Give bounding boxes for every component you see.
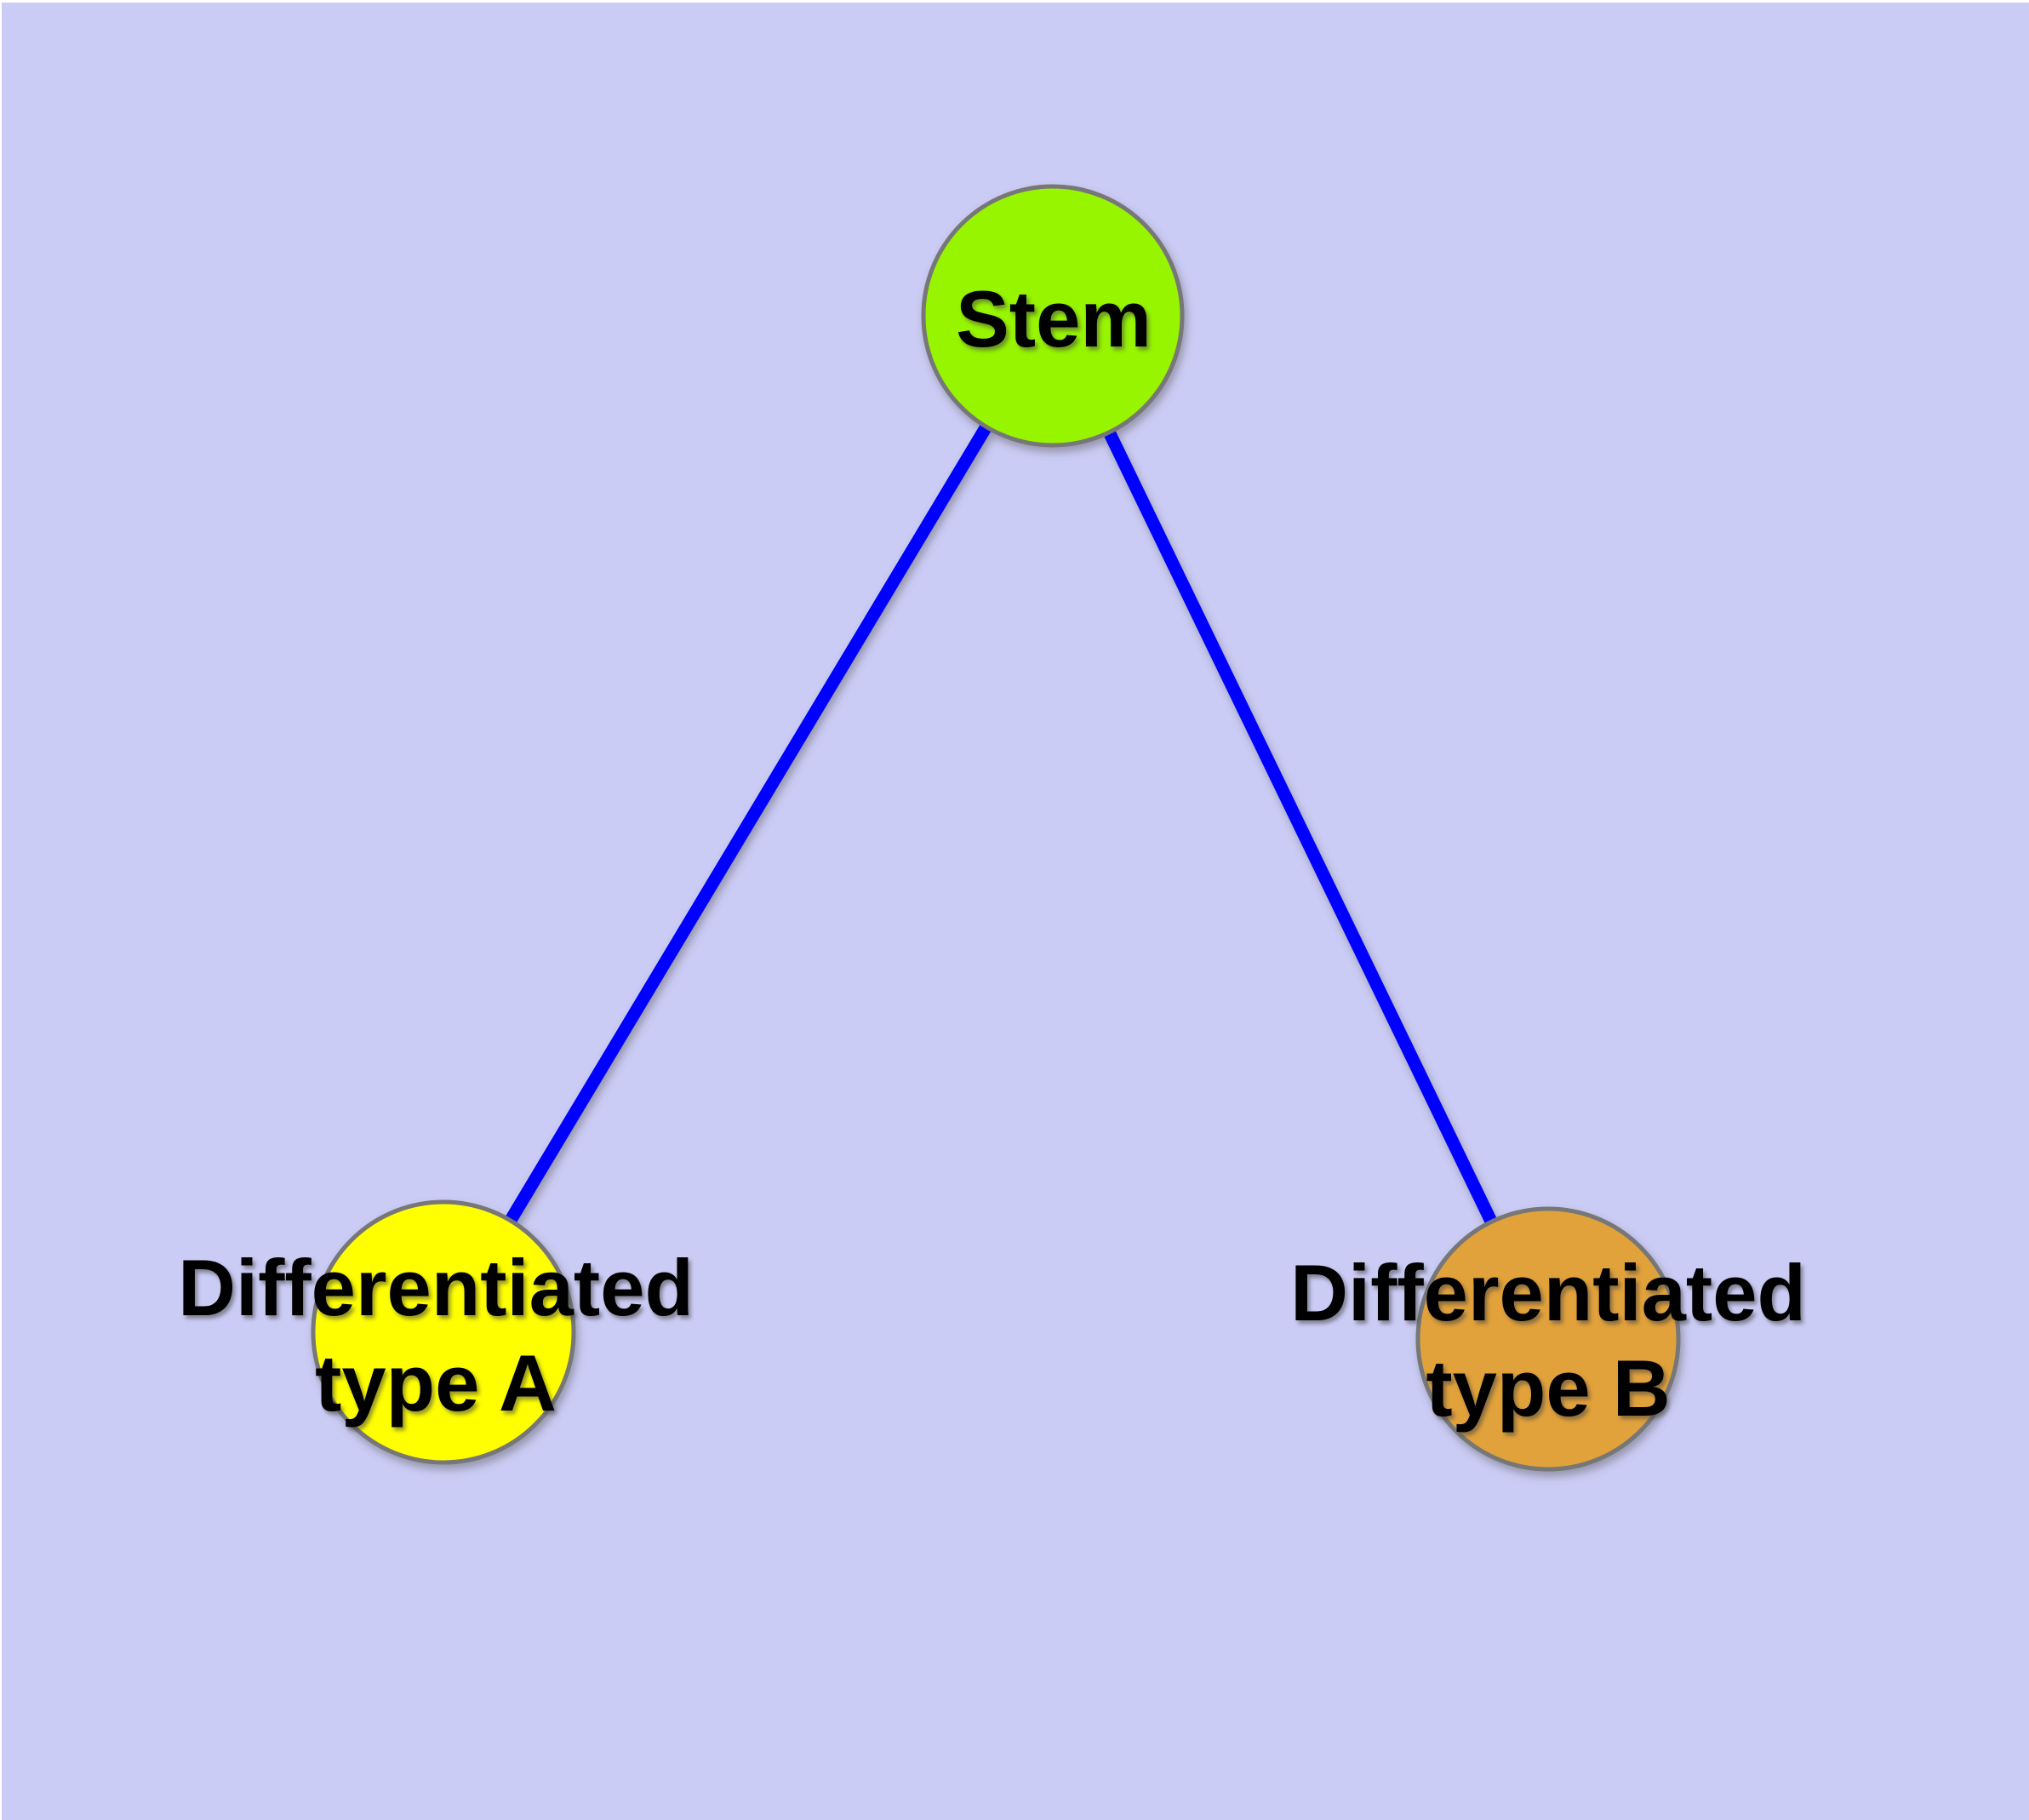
node-type-b-circle: [1415, 1206, 1681, 1472]
node-type-b-label-line1: Differentiated: [1290, 1248, 1806, 1337]
node-type-a-label-line2: type A: [315, 1338, 557, 1428]
node-stem-label: Stem: [956, 274, 1152, 363]
node-type-a-label: Differentiated type A: [178, 1240, 694, 1431]
node-type-b-label-line2: type B: [1426, 1343, 1671, 1433]
node-stem-circle: [921, 184, 1185, 448]
edge-stem-to-type-b: [1047, 312, 1554, 1342]
edge-stem-to-type-a: [437, 312, 1059, 1336]
node-type-a-label-line1: Differentiated: [178, 1243, 694, 1332]
node-type-b-label: Differentiated type B: [1290, 1245, 1806, 1436]
node-type-a-circle: [311, 1199, 576, 1465]
